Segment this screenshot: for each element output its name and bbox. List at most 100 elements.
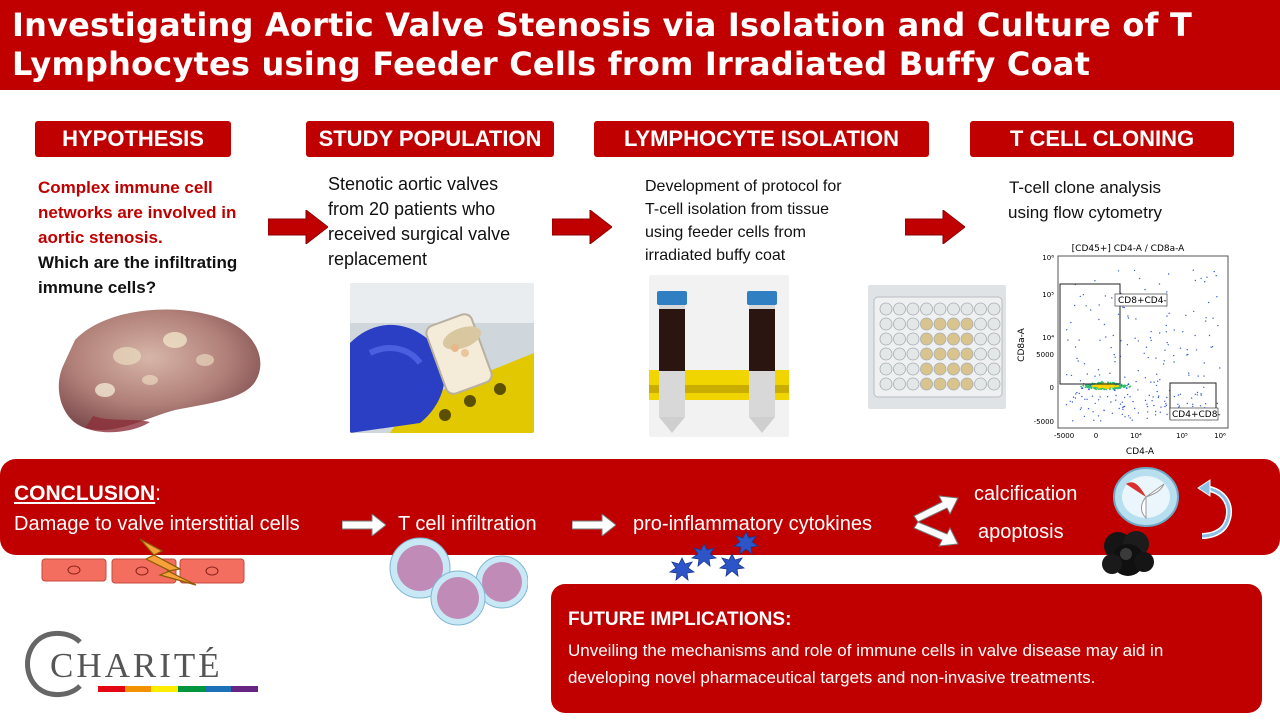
plate-well bbox=[933, 347, 947, 361]
scatter-point bbox=[1086, 398, 1088, 400]
scatter-point bbox=[1165, 324, 1167, 327]
scatter-point bbox=[1123, 386, 1125, 389]
scatter-point bbox=[1079, 408, 1082, 411]
scatter-point bbox=[1100, 420, 1102, 422]
scatter-point bbox=[1104, 386, 1106, 389]
scatter-point bbox=[1211, 346, 1214, 348]
scatter-point bbox=[1192, 405, 1194, 408]
scatter-point bbox=[1076, 391, 1078, 394]
isolation-text-line: irradiated buffy coat bbox=[645, 247, 786, 264]
scatter-point bbox=[1159, 411, 1162, 413]
scatter-point bbox=[1121, 401, 1123, 403]
scatter-point bbox=[1156, 390, 1158, 393]
isolation-text-line: T-cell isolation from tissue bbox=[645, 201, 830, 218]
scatter-point bbox=[1070, 374, 1073, 377]
scatter-point bbox=[1103, 323, 1106, 326]
y-tick-label: 10⁵ bbox=[1042, 291, 1054, 299]
plate-well bbox=[960, 302, 974, 316]
scatter-point bbox=[1126, 344, 1129, 346]
valve-icon bbox=[1113, 467, 1179, 527]
scatter-point bbox=[1097, 369, 1100, 371]
scatter-point bbox=[1146, 403, 1148, 405]
scatter-point bbox=[1122, 306, 1124, 308]
scatter-point bbox=[1117, 313, 1120, 315]
scatter-point bbox=[1107, 386, 1109, 389]
t-cell-cloning-label: T CELL CLONING bbox=[970, 121, 1234, 157]
scatter-point bbox=[1074, 346, 1077, 348]
scatter-point bbox=[1113, 353, 1115, 356]
scatter-point bbox=[1114, 361, 1116, 363]
scatter-point bbox=[1078, 339, 1080, 341]
plate-well bbox=[974, 377, 987, 391]
scatter-point bbox=[1196, 391, 1199, 394]
scatter-point bbox=[1137, 389, 1139, 391]
scatter-point bbox=[1093, 386, 1096, 389]
plate-well bbox=[974, 302, 987, 316]
scatter-point bbox=[1164, 405, 1166, 408]
isolation-text-line: Development of protocol for bbox=[645, 178, 842, 195]
scatter-point bbox=[1076, 357, 1078, 360]
plate-well bbox=[920, 377, 933, 391]
tube-in-hand-photo bbox=[350, 283, 534, 433]
hypothesis-label: HYPOTHESIS bbox=[35, 121, 231, 157]
scatter-point bbox=[1126, 393, 1129, 396]
scatter-point bbox=[1186, 349, 1188, 351]
scatter-point bbox=[1155, 384, 1158, 387]
scatter-point bbox=[1099, 396, 1101, 398]
gate-cd8-box bbox=[1059, 283, 1121, 385]
scatter-point bbox=[1111, 412, 1114, 414]
study-population-text: Stenotic aortic valves from 20 patients … bbox=[328, 172, 543, 272]
hypothesis-red-line: networks are involved in bbox=[38, 203, 237, 222]
scatter-point bbox=[1123, 306, 1125, 309]
scatter-point bbox=[1203, 386, 1205, 388]
scatter-point bbox=[1204, 403, 1207, 405]
scatter-point bbox=[1165, 404, 1168, 407]
scatter-point bbox=[1203, 375, 1205, 377]
scatter-point bbox=[1200, 393, 1202, 395]
x-tick-label: -5000 bbox=[1054, 432, 1074, 440]
scatter-point bbox=[1105, 384, 1107, 387]
scatter-point bbox=[1195, 349, 1198, 351]
scatter-point bbox=[1193, 310, 1195, 313]
scatter-point bbox=[1152, 396, 1154, 398]
branch-arrows-icon bbox=[913, 495, 959, 547]
scatter-point bbox=[1105, 386, 1108, 388]
scatter-point bbox=[1127, 317, 1130, 319]
scatter-point bbox=[1122, 408, 1124, 410]
scatter-point bbox=[1124, 376, 1126, 378]
study-population-label: STUDY POPULATION bbox=[306, 121, 554, 157]
y-tick-label: 10⁶ bbox=[1042, 254, 1054, 262]
scatter-point bbox=[1194, 279, 1197, 282]
plate-well bbox=[947, 377, 960, 391]
scatter-point bbox=[1166, 291, 1168, 293]
scatter-point bbox=[1208, 334, 1211, 337]
scatter-point bbox=[1153, 381, 1155, 383]
scatter-point bbox=[1200, 394, 1202, 396]
scatter-point bbox=[1094, 280, 1096, 282]
conclusion-heading: CONCLUSION: bbox=[14, 482, 161, 506]
scatter-point bbox=[1210, 346, 1212, 348]
y-tick-label: 5000 bbox=[1036, 351, 1054, 359]
scatter-point bbox=[1158, 395, 1160, 397]
scatter-point bbox=[1144, 377, 1147, 379]
scatter-point bbox=[1185, 314, 1187, 317]
plate-well bbox=[947, 362, 960, 376]
hypothesis-red-line: aortic stenosis. bbox=[38, 228, 163, 247]
scatter-point bbox=[1093, 419, 1095, 421]
scatter-point bbox=[1216, 402, 1219, 405]
scatter-point bbox=[1151, 400, 1153, 402]
scatter-point bbox=[1139, 277, 1141, 280]
scatter-point bbox=[1192, 403, 1194, 405]
scatter-point bbox=[1083, 363, 1086, 365]
plate-well bbox=[974, 317, 987, 331]
isolation-text: Development of protocol for T-cell isola… bbox=[645, 175, 885, 267]
flow-arrow-icon bbox=[552, 210, 612, 244]
scatter-point bbox=[1165, 331, 1167, 333]
scatter-point bbox=[1148, 394, 1150, 397]
scatter-point bbox=[1123, 405, 1126, 408]
conclusion-step-3: pro-inflammatory cytokines bbox=[633, 513, 872, 535]
scatter-point bbox=[1154, 414, 1157, 416]
cycle-arrow-icon bbox=[1197, 479, 1233, 539]
plate-well bbox=[987, 347, 1001, 361]
scatter-point bbox=[1155, 410, 1157, 413]
